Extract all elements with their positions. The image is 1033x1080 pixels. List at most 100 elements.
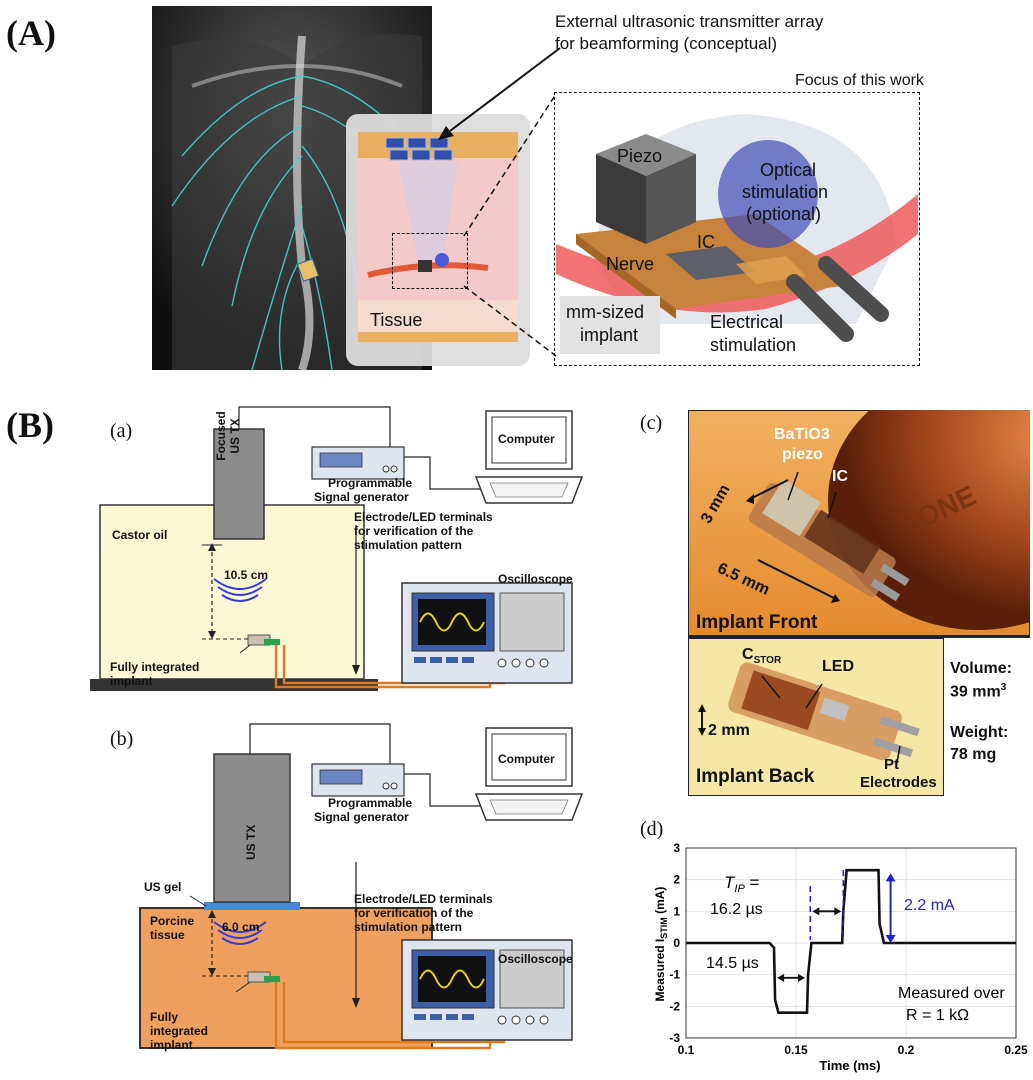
focused-tx-label-line2: US TX — [228, 418, 242, 454]
implant-a-line1: Fully integrated — [110, 660, 200, 674]
batio3-line1: BaTiO3 — [774, 426, 830, 443]
implant-label-line2: implant — [580, 325, 639, 345]
tip-eq: = — [745, 873, 760, 892]
terminals-a-line1: Electrode/LED terminals — [354, 510, 493, 524]
oscilloscope-a-label: Oscilloscope — [498, 572, 573, 586]
volume-value: 39 mm3 — [950, 682, 1006, 701]
arrow-head — [798, 973, 805, 982]
castor-oil-label: Castor oil — [112, 528, 168, 542]
x-ticks: 0.1 0.15 0.2 0.25 — [678, 1043, 1028, 1057]
y-axis-label: Measured ISTIM (mA) — [653, 887, 669, 1002]
y-tick-label: 2 — [673, 873, 680, 887]
tip-sub: IP — [734, 883, 745, 895]
stim-current-chart: 3 2 1 0 -1 -2 -3 0.1 0.15 0.2 0.25 Time (ms) Meas… — [653, 841, 1028, 1073]
amplitude-label: 2.2 mA — [904, 897, 955, 914]
implant-label-line1: mm-sized — [566, 302, 645, 322]
us-gel-label: US gel — [144, 880, 182, 894]
batio3-line2: piezo — [782, 446, 823, 463]
y-label-suffix: (mA) — [653, 887, 667, 918]
cstor-sub: STOR — [753, 655, 782, 667]
implant-front-label: Implant Front — [696, 612, 818, 633]
y-tick-label: -3 — [669, 1031, 680, 1045]
weight-label: Weight: — [950, 724, 1009, 741]
y-tick-label: 3 — [673, 841, 680, 855]
subpanel-d-letter: (d) — [640, 818, 664, 840]
piezo-label: Piezo — [617, 146, 663, 166]
oscilloscope-b-label: Oscilloscope — [498, 952, 573, 966]
pt-line2: Electrodes — [860, 774, 937, 791]
volume-label: Volume: — [950, 660, 1012, 677]
focused-tx-label: Focused US TX — [214, 396, 242, 476]
terminals-b-line1: Electrode/LED terminals — [354, 892, 493, 906]
siggen-b-label-line2: Signal generator — [314, 810, 409, 824]
pt-line1: Pt — [884, 756, 899, 773]
x-tick-label: 0.1 — [678, 1043, 695, 1057]
siggen-a-label-line1: Programmable — [328, 476, 413, 490]
porcine-line2: tissue — [150, 928, 185, 942]
x-axis-label: Time (ms) — [819, 1058, 880, 1073]
dim-2mm: 2 mm — [708, 722, 750, 739]
subpanel-c-letter: (c) — [640, 412, 663, 434]
optical-label-line2: stimulation — [742, 182, 829, 202]
led-label: LED — [822, 658, 854, 675]
terminals-b-line3: stimulation pattern — [354, 920, 463, 934]
setup-b-drawing — [139, 723, 584, 1050]
focus-label: Focus of this work — [795, 72, 924, 89]
note-line1: Measured over — [898, 985, 1005, 1002]
volume-sup: 3 — [1000, 682, 1007, 693]
x-tick-label: 0.15 — [784, 1043, 808, 1057]
nerve-label: Nerve — [606, 254, 655, 274]
implant-b-line3: implant — [150, 1038, 193, 1052]
cstor-text: C — [742, 646, 754, 663]
transmitter-label-line2: for beamforming (conceptual) — [555, 34, 778, 53]
arrow-heads — [777, 873, 896, 982]
tip-value: 16.2 µs — [710, 901, 763, 918]
panel-b-letter: (B) — [6, 405, 54, 445]
implant-front-photo: ONE — [688, 410, 1030, 638]
current-trace — [686, 868, 1016, 1014]
electrical-label-line1: Electrical — [710, 312, 784, 332]
y-tick-label: 1 — [673, 904, 680, 918]
panel-a-letter: (A) — [6, 13, 56, 53]
arrow-head — [885, 873, 896, 882]
volume-number: 39 mm — [950, 683, 1001, 701]
focused-tx-label-line1: Focused — [214, 411, 228, 461]
implant-concept-drawing — [556, 114, 918, 342]
implant-b-line1: Fully — [150, 1010, 179, 1024]
terminals-b-line2: for verification of the — [354, 906, 474, 920]
distance-a-label: 10.5 cm — [224, 568, 269, 582]
computer-a-label: Computer — [498, 432, 555, 446]
implant-label — [560, 296, 660, 354]
y-ticks: 3 2 1 0 -1 -2 -3 — [669, 841, 680, 1045]
electrical-label-line2: stimulation — [710, 335, 797, 355]
y-tick-label: 0 — [673, 936, 680, 950]
arrow-head — [777, 973, 785, 982]
computer-b-label: Computer — [498, 752, 555, 766]
implant-back-photo — [688, 638, 944, 796]
x-tick-label: 0.25 — [1004, 1043, 1028, 1057]
transmitter-arrow — [438, 47, 561, 140]
tip-label: TIP = — [724, 873, 760, 895]
implant-back-label: Implant Back — [696, 766, 815, 787]
ic-photo-label: IC — [832, 468, 848, 485]
arrow-head — [812, 907, 820, 916]
implant-b-line2: integrated — [150, 1024, 209, 1038]
focus-box — [554, 92, 920, 366]
optical-label-line3: (optional) — [746, 204, 822, 224]
tip-t: T — [724, 873, 736, 892]
siggen-a-label-line2: Signal generator — [314, 490, 409, 504]
ic-label: IC — [697, 232, 715, 252]
implant-a-line2: implant — [110, 674, 153, 688]
y-tick-label: -1 — [669, 968, 680, 982]
arrow-head — [834, 907, 842, 916]
siggen-b-label-line1: Programmable — [328, 796, 413, 810]
weight-value: 78 mg — [950, 746, 997, 763]
y-tick-label: -2 — [669, 999, 680, 1013]
terminals-a-line3: stimulation pattern — [354, 538, 463, 552]
x-tick-label: 0.2 — [898, 1043, 915, 1057]
porcine-line1: Porcine — [150, 914, 195, 928]
y-label-sub: STIM — [659, 917, 669, 939]
inset-focus-box — [392, 233, 468, 289]
pulse-width-label: 14.5 µs — [706, 955, 759, 972]
transmitter-label-line1: External ultrasonic transmitter array — [555, 12, 824, 31]
